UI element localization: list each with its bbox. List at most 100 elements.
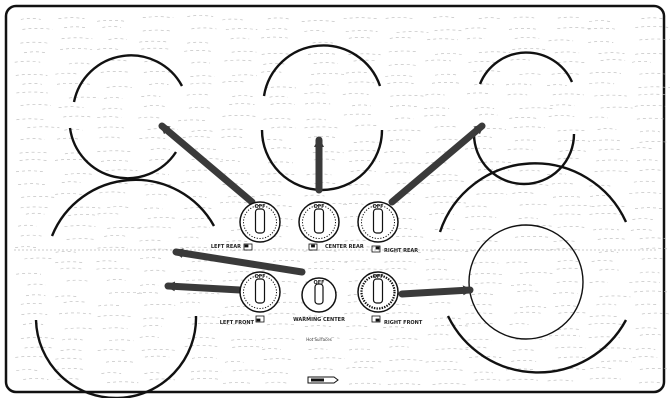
glass-texture-stroke <box>559 150 586 152</box>
knob-center-rear-off: OFF <box>313 204 324 210</box>
glass-texture-stroke <box>389 139 411 142</box>
glass-texture-stroke <box>557 356 591 359</box>
glass-texture-stroke <box>309 83 329 86</box>
glass-texture-stroke <box>60 349 83 351</box>
glass-texture-stroke <box>633 180 658 183</box>
glass-texture-stroke <box>436 138 459 141</box>
glass-texture-stroke <box>136 292 161 294</box>
glass-texture-stroke <box>639 141 670 143</box>
glass-texture-stroke <box>144 60 163 63</box>
glass-texture-stroke <box>552 93 584 96</box>
knob-left-rear-indicator-icon <box>243 243 253 251</box>
glass-texture-stroke <box>144 183 172 186</box>
glass-texture-stroke <box>509 323 529 325</box>
glass-texture-stroke <box>23 51 47 54</box>
glass-texture-stroke <box>262 348 281 350</box>
knob-center-rear[interactable]: OFF CENTER REAR <box>298 201 364 251</box>
glass-texture-stroke <box>468 273 503 275</box>
glass-texture-stroke <box>143 71 172 73</box>
glass-texture-stroke <box>470 304 494 306</box>
glass-texture-stroke <box>598 251 619 253</box>
glass-texture-stroke <box>226 323 248 326</box>
glass-texture-stroke <box>348 53 381 56</box>
glass-texture-stroke <box>22 323 44 325</box>
glass-texture-stroke <box>434 126 459 128</box>
glass-texture-stroke <box>474 107 495 109</box>
knob-left-rear[interactable]: OFF LEFT REAR <box>211 201 281 251</box>
glass-texture-stroke <box>470 228 493 231</box>
glass-texture-stroke <box>181 270 205 272</box>
glass-texture-stroke <box>547 84 567 86</box>
glass-texture-stroke <box>19 159 48 161</box>
knob-left-front-label: LEFT FRONT <box>220 320 255 326</box>
glass-texture-stroke <box>20 41 48 44</box>
glass-texture-stroke <box>22 28 53 30</box>
glass-texture-stroke <box>465 312 494 315</box>
glass-texture-stroke <box>261 173 295 175</box>
glass-texture-stroke <box>465 322 496 325</box>
glass-texture-stroke <box>139 40 169 43</box>
glass-texture-stroke <box>387 129 422 132</box>
glass-texture-stroke <box>473 371 494 374</box>
glass-texture-stroke <box>58 312 92 315</box>
glass-texture-stroke <box>342 203 364 205</box>
burner-right-front-outer <box>438 162 628 374</box>
glass-texture-stroke <box>591 260 615 262</box>
glass-texture-stroke <box>312 151 344 154</box>
glass-texture-stroke <box>427 333 449 336</box>
glass-texture-stroke <box>109 339 134 342</box>
glass-texture-stroke <box>629 192 662 194</box>
glass-texture-stroke <box>230 37 250 40</box>
glass-texture-stroke <box>143 317 164 320</box>
glass-texture-stroke <box>107 227 141 229</box>
glass-texture-stroke <box>56 83 90 85</box>
glass-texture-stroke <box>429 213 454 215</box>
knob-warming-center[interactable]: OFF WARMING CENTER <box>293 277 345 323</box>
glass-texture-stroke <box>142 29 172 32</box>
glass-texture-stroke <box>383 326 405 329</box>
glass-texture-stroke <box>594 170 628 173</box>
glass-texture-stroke <box>515 338 546 341</box>
glass-texture-stroke <box>301 20 336 22</box>
glass-texture-stroke <box>222 314 250 316</box>
glass-texture-stroke <box>597 238 628 240</box>
glass-texture-stroke <box>390 235 424 238</box>
glass-texture-stroke <box>141 95 161 97</box>
glass-texture-stroke <box>599 268 619 271</box>
glass-texture-stroke <box>388 64 416 66</box>
glass-texture-stroke <box>519 306 547 308</box>
glass-texture-stroke <box>640 247 669 250</box>
knob-left-front[interactable]: OFF LEFT FRONT <box>220 271 281 326</box>
glass-texture-stroke <box>355 124 379 127</box>
glass-texture-stroke <box>553 240 577 242</box>
glass-texture-stroke <box>557 16 582 19</box>
glass-texture-stroke <box>477 168 510 171</box>
glass-texture-stroke <box>231 147 254 149</box>
glass-texture-stroke <box>185 169 218 172</box>
glass-texture-stroke <box>302 268 335 270</box>
glass-texture-stroke <box>64 327 93 330</box>
knob-right-front-label: RIGHT FRONT <box>384 320 423 326</box>
glass-texture-stroke <box>20 104 52 106</box>
glass-texture-stroke <box>590 367 612 369</box>
glass-texture-stroke <box>144 269 166 272</box>
glass-texture-stroke <box>178 236 199 239</box>
knob-right-rear-off: OFF <box>372 204 383 210</box>
glass-texture-stroke <box>187 316 220 318</box>
glass-texture-stroke <box>512 349 537 351</box>
knob-right-front[interactable]: OFF RIGHT FRONT <box>357 271 423 326</box>
glass-texture-stroke <box>102 327 128 330</box>
glass-texture-stroke <box>15 246 37 248</box>
glass-texture-stroke <box>557 140 591 142</box>
glass-texture-stroke <box>191 130 214 132</box>
glass-texture-stroke <box>68 62 90 65</box>
glass-texture-stroke <box>222 217 253 220</box>
glass-texture-stroke <box>139 137 166 139</box>
glass-texture-stroke <box>21 313 48 315</box>
glass-texture-stroke <box>348 149 378 152</box>
glass-texture-stroke <box>508 28 539 30</box>
glass-texture-stroke <box>100 71 131 73</box>
knob-right-rear[interactable]: OFF RIGHT REAR <box>357 201 418 254</box>
glass-texture-stroke <box>308 348 328 350</box>
glass-texture-stroke <box>634 105 666 107</box>
